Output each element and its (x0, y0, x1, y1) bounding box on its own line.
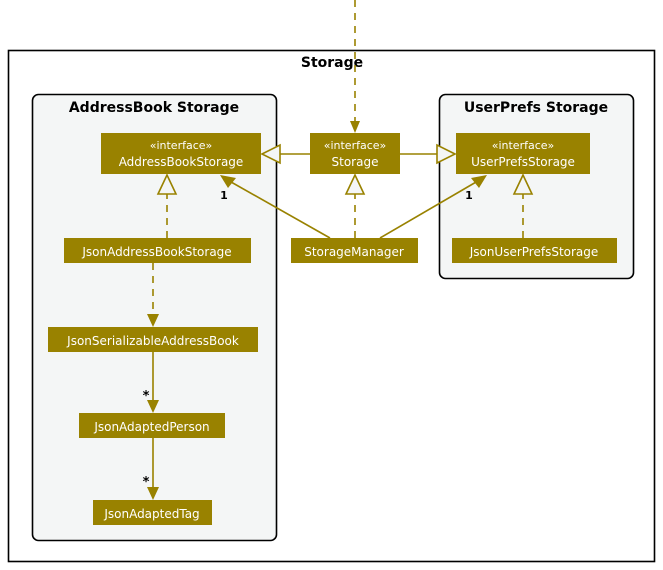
class-address-book-storage[interactable]: «interface» AddressBookStorage (101, 133, 261, 174)
edge-storagemanager-to-addressbookstorage (223, 177, 331, 239)
class-name-address-book-storage: AddressBookStorage (119, 155, 244, 169)
edge-storagemanager-to-userprefsstorage (379, 177, 484, 239)
class-json-adapted-tag[interactable]: JsonAdaptedTag (93, 500, 212, 525)
class-box-address-book-storage[interactable] (101, 133, 261, 174)
arrowhead-storagemanager-to-addressbookstorage (220, 175, 236, 188)
class-stereotype-storage: «interface» (324, 139, 387, 152)
triangle-storagemanager-to-storage (344, 173, 366, 195)
triangle-jsonuserprefsstorage-to-userprefsstorage (512, 173, 534, 195)
arrowhead-jsonadaptedperson-to-jsonadaptedtag (147, 487, 159, 500)
class-box-storage-manager[interactable] (291, 238, 418, 263)
arrowhead-jsonaddressbookstorage-to-jsonserializableaddressbook (147, 314, 159, 327)
class-name-json-address-book-storage: JsonAddressBookStorage (81, 245, 231, 259)
class-storage-manager[interactable]: StorageManager (291, 238, 418, 263)
class-box-json-address-book-storage[interactable] (64, 238, 251, 263)
class-box-json-serializable-address-book[interactable] (48, 327, 258, 352)
class-json-user-prefs-storage[interactable]: JsonUserPrefsStorage (452, 238, 617, 263)
multiplicity-jsonserializableaddressbook-jsonadaptedperson: * (143, 389, 150, 404)
class-box-storage[interactable] (310, 133, 400, 174)
multiplicity-jsonadaptedperson-jsonadaptedtag: * (143, 475, 150, 490)
class-box-json-adapted-tag[interactable] (93, 500, 212, 525)
class-name-json-adapted-person: JsonAdaptedPerson (93, 420, 209, 434)
class-name-storage-manager: StorageManager (304, 245, 404, 259)
class-box-user-prefs-storage[interactable] (456, 133, 590, 174)
frame-title-storage: Storage (301, 55, 363, 71)
arrowhead-external-to-storage (350, 121, 360, 133)
triangle-jsonaddressbookstorage-to-addressbookstorage (156, 173, 178, 195)
multiplicity-storagemanager-userprefsstorage: 1 (465, 189, 473, 202)
class-stereotype-user-prefs-storage: «interface» (492, 139, 555, 152)
class-json-adapted-person[interactable]: JsonAdaptedPerson (79, 413, 225, 438)
triangle-storage-to-addressbookstorage (260, 143, 281, 165)
class-name-json-serializable-address-book: JsonSerializableAddressBook (66, 334, 239, 348)
multiplicity-storagemanager-addressbookstorage: 1 (220, 189, 228, 202)
class-storage[interactable]: «interface» Storage (310, 133, 400, 174)
class-stereotype-address-book-storage: «interface» (150, 139, 213, 152)
class-name-user-prefs-storage: UserPrefsStorage (471, 155, 575, 169)
class-user-prefs-storage[interactable]: «interface» UserPrefsStorage (456, 133, 590, 174)
arrowhead-storagemanager-to-userprefsstorage (471, 175, 487, 188)
class-json-address-book-storage[interactable]: JsonAddressBookStorage (64, 238, 251, 263)
class-box-json-adapted-person[interactable] (79, 413, 225, 438)
class-name-json-user-prefs-storage: JsonUserPrefsStorage (469, 245, 599, 259)
arrowhead-jsonserializableaddressbook-to-jsonadaptedperson (147, 400, 159, 413)
class-name-storage: Storage (332, 155, 379, 169)
class-name-json-adapted-tag: JsonAdaptedTag (103, 507, 199, 521)
package-title-userprefs-storage: UserPrefs Storage (464, 100, 608, 116)
package-title-addressbook-storage: AddressBook Storage (69, 100, 239, 116)
class-json-serializable-address-book[interactable]: JsonSerializableAddressBook (48, 327, 258, 352)
triangle-storage-to-userprefsstorage (436, 143, 457, 165)
class-box-json-user-prefs-storage[interactable] (452, 238, 617, 263)
